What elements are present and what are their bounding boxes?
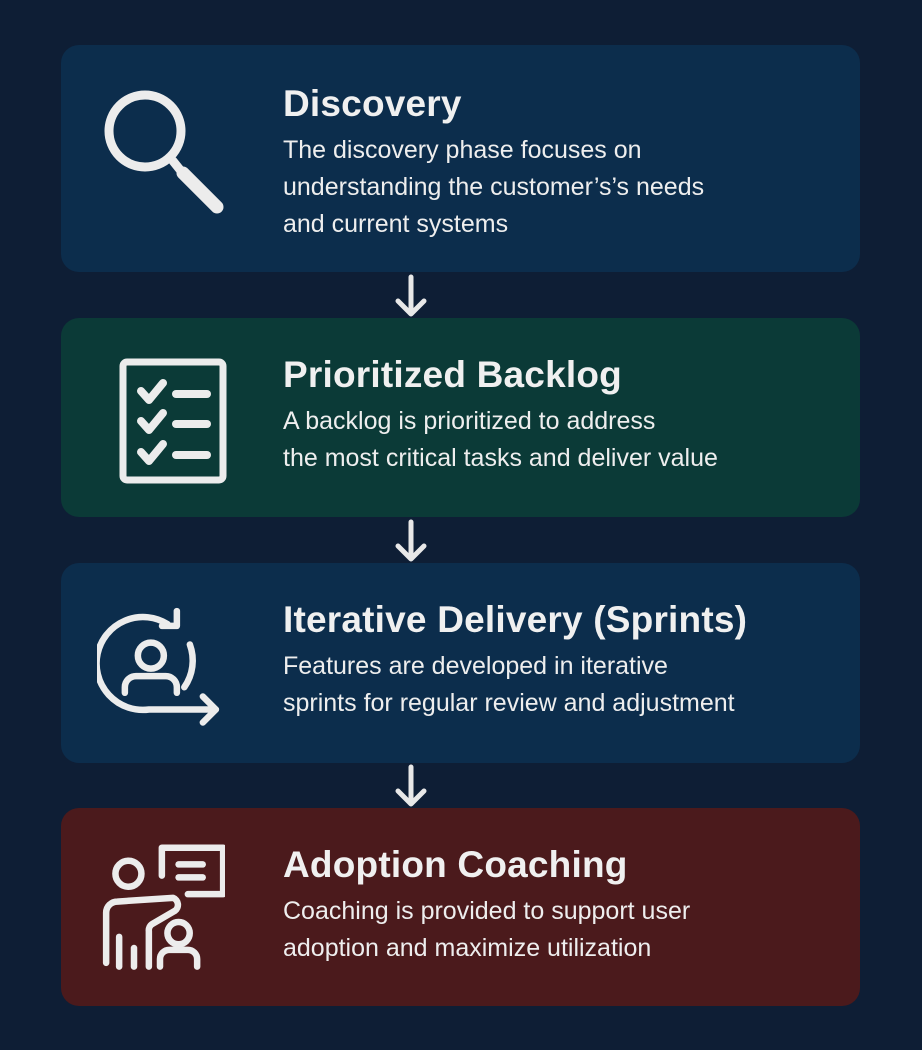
description-line: The discovery phase focuses on: [283, 136, 642, 164]
arrow-down-icon: [394, 273, 428, 319]
step-title: Prioritized Backlog: [283, 354, 622, 395]
checklist-icon: [101, 354, 231, 484]
step-text: Prioritized Backlog A backlog is priorit…: [283, 353, 840, 477]
step-card-iterative-delivery: Iterative Delivery (Sprints) Features ar…: [61, 563, 860, 763]
step-card-discovery: Discovery The discovery phase focuses on…: [61, 45, 860, 272]
step-title: Iterative Delivery (Sprints): [283, 599, 748, 640]
description-line: understanding the customer’s’s needs: [283, 173, 705, 201]
presenter-coaching-icon: [95, 844, 225, 974]
step-text: Iterative Delivery (Sprints) Features ar…: [283, 598, 840, 722]
step-description: Coaching is provided to support user ado…: [283, 893, 840, 967]
arrow-down-icon: [394, 763, 428, 809]
description-line: A backlog is prioritized to address: [283, 407, 656, 435]
step-description: A backlog is prioritized to address the …: [283, 403, 840, 477]
step-text: Adoption Coaching Coaching is provided t…: [283, 843, 840, 967]
step-card-prioritized-backlog: Prioritized Backlog A backlog is priorit…: [61, 318, 860, 517]
step-title: Adoption Coaching: [283, 844, 628, 885]
step-title: Discovery: [283, 83, 462, 124]
description-line: sprints for regular review and adjustmen…: [283, 689, 735, 717]
arrow-down-icon: [394, 518, 428, 564]
step-card-adoption-coaching: Adoption Coaching Coaching is provided t…: [61, 808, 860, 1006]
iteration-cycle-user-icon: [97, 599, 227, 729]
step-text: Discovery The discovery phase focuses on…: [283, 82, 840, 243]
description-line: the most critical tasks and deliver valu…: [283, 444, 718, 472]
description-line: and current systems: [283, 210, 509, 238]
step-description: Features are developed in iterative spri…: [283, 648, 840, 722]
magnifying-glass-icon: [101, 89, 231, 219]
description-line: Coaching is provided to support user: [283, 897, 691, 925]
description-line: adoption and maximize utilization: [283, 934, 652, 962]
step-description: The discovery phase focuses on understan…: [283, 132, 840, 243]
description-line: Features are developed in iterative: [283, 652, 668, 680]
